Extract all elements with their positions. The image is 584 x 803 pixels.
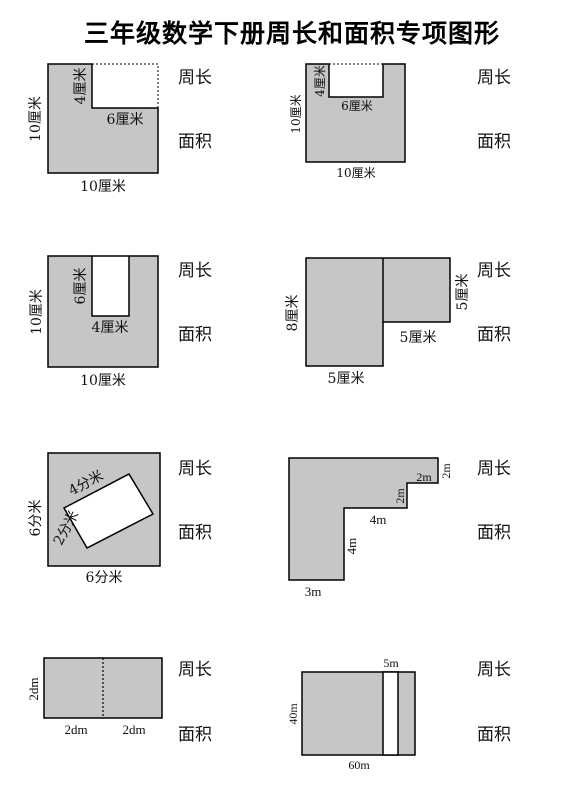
fig7-perimeter-label: 周长 bbox=[178, 660, 212, 680]
figure-2: 10厘米 4厘米 6厘米 10厘米 bbox=[289, 63, 406, 180]
fig3-cut-width-label: 4厘米 bbox=[92, 320, 129, 336]
fig5-perimeter-label: 周长 bbox=[178, 459, 212, 479]
fig8-strip-width-label: 5m bbox=[383, 656, 399, 670]
fig4-right-height-label: 5厘米 bbox=[455, 274, 471, 311]
figure-7: 2dm 2dm 2dm bbox=[26, 657, 163, 737]
figure-4: 8厘米 5厘米 5厘米 5厘米 bbox=[285, 257, 471, 387]
page-title: 三年级数学下册周长和面积专项图形 bbox=[83, 19, 500, 48]
fig1-cut-height-label: 4厘米 bbox=[73, 68, 89, 105]
fig1-width-label: 10厘米 bbox=[80, 179, 126, 195]
fig2-area-label: 面积 bbox=[477, 132, 511, 152]
fig4-area-label: 面积 bbox=[477, 325, 511, 345]
fig3-perimeter-label: 周长 bbox=[178, 261, 212, 281]
fig7-area-label: 面积 bbox=[178, 725, 212, 745]
figure-6: 2m 2m 2m 4m 4m 3m bbox=[288, 457, 453, 599]
fig3-height-label: 10厘米 bbox=[29, 289, 45, 335]
fig4-step-width-label: 5厘米 bbox=[400, 330, 437, 346]
fig7-height-label: 2dm bbox=[26, 677, 41, 700]
fig2-width-label: 10厘米 bbox=[336, 166, 375, 180]
fig6-inner-height-label: 4m bbox=[344, 538, 359, 555]
fig4-perimeter-label: 周长 bbox=[477, 261, 511, 281]
fig2-height-label: 10厘米 bbox=[289, 94, 303, 133]
fig3-width-label: 10厘米 bbox=[80, 373, 126, 389]
fig4-bottom-width-label: 5厘米 bbox=[328, 371, 365, 387]
fig6-top-step-height-label: 2m bbox=[439, 463, 453, 479]
fig6-perimeter-label: 周长 bbox=[477, 459, 511, 479]
fig6-base-width-label: 3m bbox=[305, 584, 322, 599]
figure-3: 10厘米 6厘米 4厘米 10厘米 bbox=[29, 255, 159, 389]
fig3-cut-height-label: 6厘米 bbox=[73, 268, 89, 305]
fig4-height-label: 8厘米 bbox=[285, 295, 301, 332]
figure-1: 10厘米 4厘米 6厘米 10厘米 bbox=[28, 63, 159, 195]
figure-8: 5m 40m 60m bbox=[286, 656, 416, 772]
fig2-cut-width-label: 6厘米 bbox=[341, 99, 373, 113]
fig7-left-width-label: 2dm bbox=[64, 722, 87, 737]
fig5-area-label: 面积 bbox=[178, 523, 212, 543]
fig1-height-label: 10厘米 bbox=[28, 96, 44, 142]
figure-5: 6分米 4分米 2分米 6分米 bbox=[28, 452, 161, 586]
fig8-area-label: 面积 bbox=[477, 725, 511, 745]
fig5-width-label: 6分米 bbox=[86, 570, 123, 586]
fig6-top-step-width-label: 2m bbox=[416, 470, 432, 484]
fig2-perimeter-label: 周长 bbox=[477, 68, 511, 88]
fig1-perimeter-label: 周长 bbox=[178, 68, 212, 88]
fig8-height-label: 40m bbox=[286, 703, 300, 725]
fig6-mid-step-height-label: 2m bbox=[393, 488, 407, 504]
fig8-perimeter-label: 周长 bbox=[477, 660, 511, 680]
fig1-cut-width-label: 6厘米 bbox=[107, 112, 144, 128]
fig1-area-label: 面积 bbox=[178, 132, 212, 152]
fig5-height-label: 6分米 bbox=[28, 500, 44, 537]
fig7-right-width-label: 2dm bbox=[122, 722, 145, 737]
fig8-width-label: 60m bbox=[348, 758, 370, 772]
fig2-cut-height-label: 4厘米 bbox=[313, 65, 327, 97]
fig3-area-label: 面积 bbox=[178, 325, 212, 345]
fig6-area-label: 面积 bbox=[477, 523, 511, 543]
fig6-mid-step-width-label: 4m bbox=[370, 512, 387, 527]
